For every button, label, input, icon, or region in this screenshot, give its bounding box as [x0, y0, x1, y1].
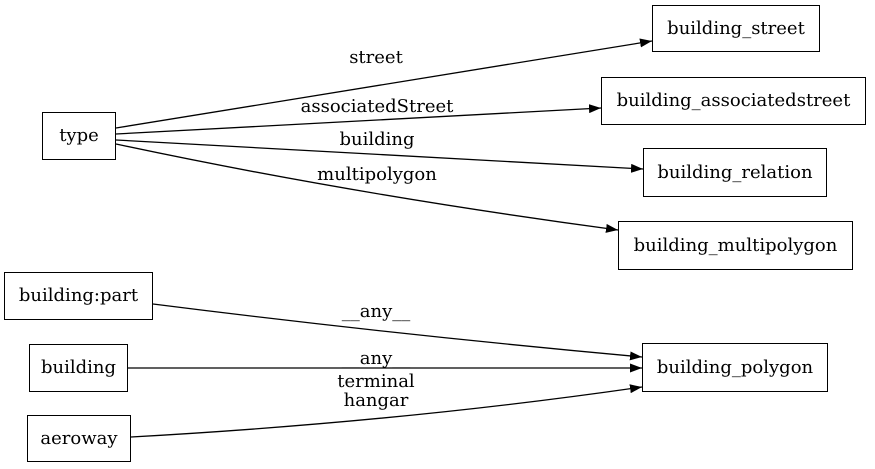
edge-building_part-building_polygon [152, 303, 643, 361]
edge-type-building_multipolygon [115, 143, 619, 233]
edge-label-street: street [349, 47, 403, 68]
node-type: type [42, 112, 116, 160]
node-building-part: building:part [4, 272, 153, 320]
node-aeroway: aeroway [27, 415, 131, 462]
edge-label-any-1: __any__ [341, 301, 411, 322]
edge-type-building_associatedstreet [115, 104, 602, 135]
edge-label-any-2: __any__ [341, 348, 411, 369]
edge-label-terminal-hangar: terminal hangar [337, 371, 415, 411]
edge-label-multipolygon: multipolygon [317, 164, 437, 185]
node-building-associatedstreet: building_associatedstreet [601, 77, 866, 125]
node-building-relation: building_relation [643, 148, 827, 197]
node-building: building [29, 344, 128, 392]
edge-label-building: building [339, 129, 415, 150]
edge-type-building_relation [115, 139, 644, 173]
edge-label-associatedstreet: associatedStreet [300, 96, 454, 117]
node-building-polygon: building_polygon [642, 343, 828, 392]
edge-type-building_street [115, 38, 653, 129]
node-building-street: building_street [652, 5, 820, 52]
edge-aeroway-building_polygon [130, 384, 643, 438]
node-building-multipolygon: building_multipolygon [618, 221, 853, 270]
